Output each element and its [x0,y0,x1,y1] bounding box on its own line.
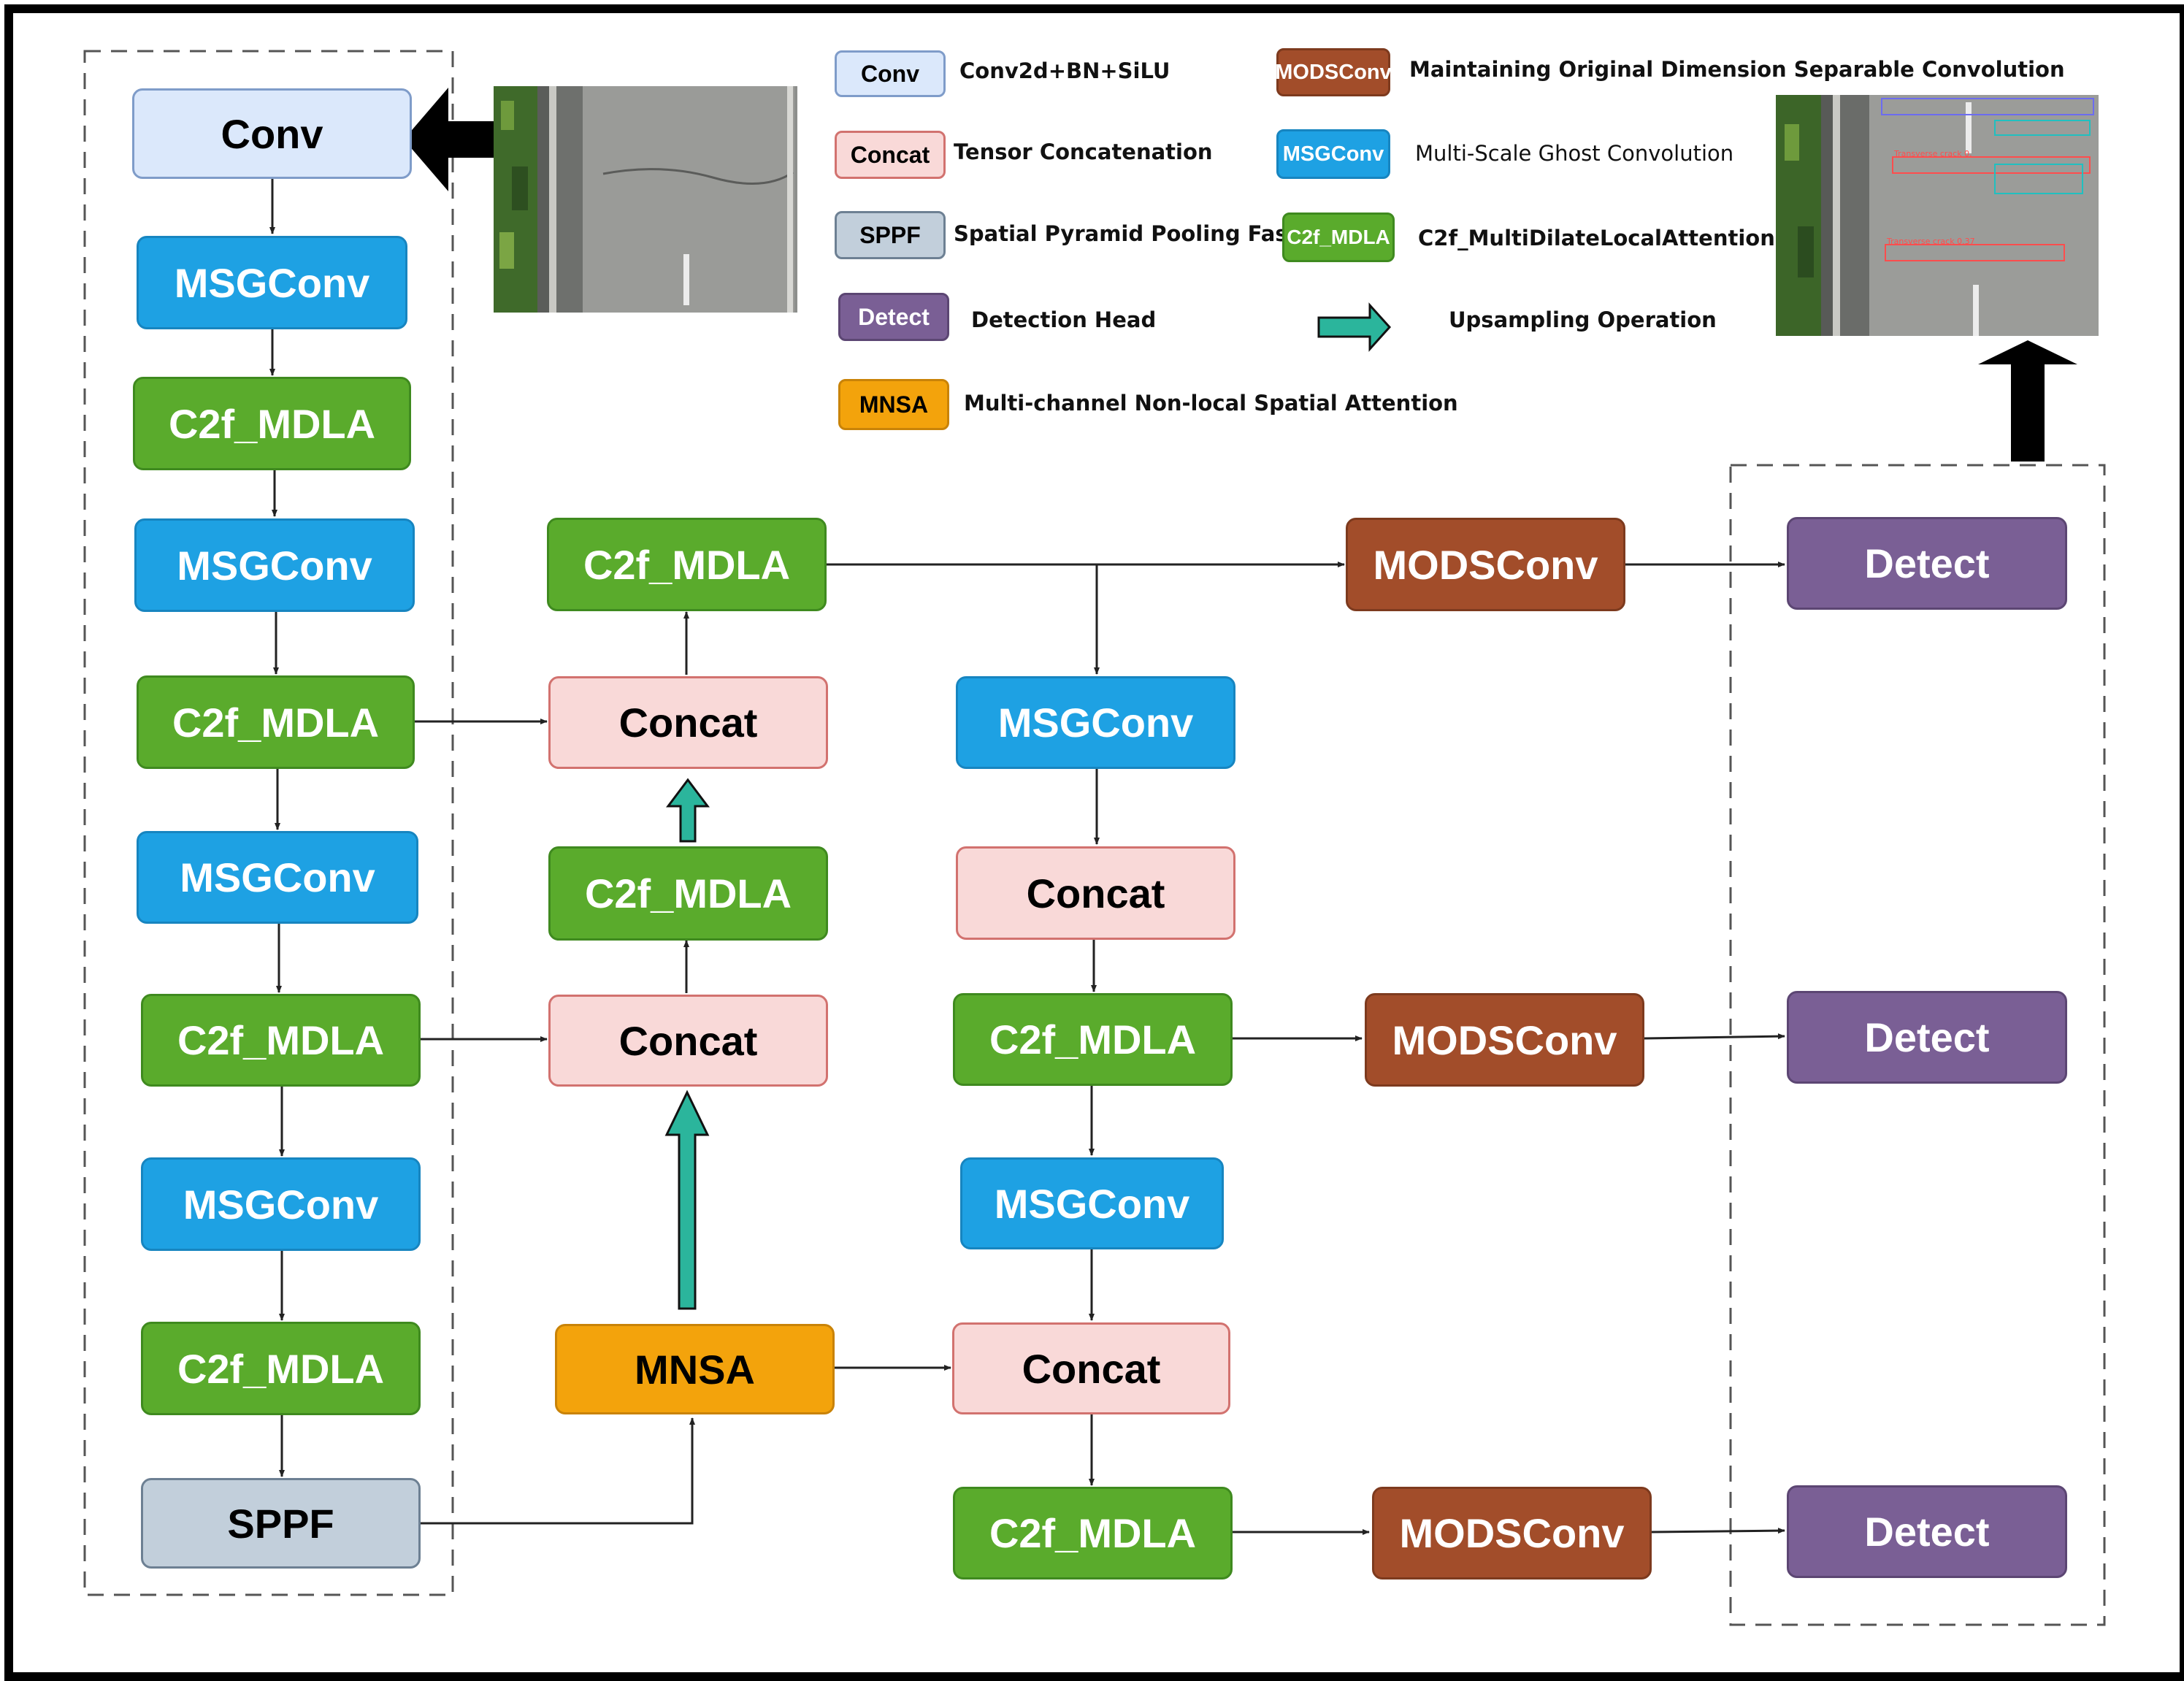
legend-desc-upsampling: Upsampling Operation [1449,307,1717,332]
detect-head-1: Detect [1787,517,2067,610]
backbone-c2f-mdla-3: C2f_MDLA [141,994,421,1087]
output-detection-image-graphic: Transverse crack 0. Transverse crack 0.3… [1776,95,2099,336]
neck-mnsa: MNSA [555,1324,835,1414]
backbone-c2f-mdla-4: C2f_MDLA [141,1322,421,1415]
path-concat-1: Concat [956,846,1235,940]
output-label-1: Transverse crack 0. [1893,149,1972,158]
backbone-c2f-mdla-1: C2f_MDLA [133,377,411,470]
path-c2f-mdla-1: C2f_MDLA [953,993,1233,1086]
backbone-conv: Conv [132,88,412,179]
legend-key-msgconv: MSGConv [1276,129,1390,179]
path-msgconv-2: MSGConv [960,1157,1224,1249]
legend-desc-c2f-mdla: C2f_MultiDilateLocalAttention [1418,226,1775,250]
neck-concat-1: Concat [548,676,828,769]
detect-head-2: Detect [1787,991,2067,1084]
backbone-msgconv-1: MSGConv [137,236,407,329]
detect-head-3: Detect [1787,1485,2067,1578]
legend-desc-sppf: Spatial Pyramid Pooling Fast [954,221,1298,246]
modsconv-1: MODSConv [1346,518,1625,611]
input-road-image [494,86,797,313]
modsconv-3: MODSConv [1372,1487,1652,1579]
backbone-msgconv-3: MSGConv [137,831,418,924]
legend-key-modsconv: MODSConv [1275,48,1392,96]
legend-key-c2f-mdla: C2f_MDLA [1282,212,1395,262]
legend-desc-concat: Tensor Concatenation [954,139,1213,164]
legend-desc-msgconv: Multi-Scale Ghost Convolution [1415,141,1734,166]
legend-key-concat: Concat [835,131,946,179]
neck-c2f-mdla-mid: C2f_MDLA [548,846,828,941]
path-c2f-mdla-2: C2f_MDLA [953,1487,1233,1579]
legend-key-sppf: SPPF [835,211,946,259]
output-detection-image: Transverse crack 0. Transverse crack 0.3… [1776,95,2099,336]
backbone-msgconv-4: MSGConv [141,1157,421,1251]
neck-concat-2: Concat [548,995,828,1087]
legend-desc-detect: Detection Head [971,307,1157,332]
legend-key-detect: Detect [838,293,949,341]
legend-key-conv: Conv [835,50,946,97]
input-road-image-graphic [494,86,797,313]
output-label-2: Transverse crack 0.37 [1886,237,1975,246]
neck-c2f-mdla-top: C2f_MDLA [547,518,827,611]
backbone-sppf: SPPF [141,1478,421,1569]
backbone-c2f-mdla-2: C2f_MDLA [137,675,415,769]
legend-desc-modsconv: Maintaining Original Dimension Separable… [1409,57,2065,82]
modsconv-2: MODSConv [1365,993,1644,1087]
legend-key-mnsa: MNSA [838,379,949,430]
backbone-msgconv-2: MSGConv [134,518,415,612]
path-concat-2: Concat [952,1322,1230,1414]
path-msgconv-1: MSGConv [956,676,1235,769]
legend-desc-mnsa: Multi-channel Non-local Spatial Attentio… [964,391,1458,416]
legend-desc-conv: Conv2d+BN+SiLU [959,58,1170,83]
